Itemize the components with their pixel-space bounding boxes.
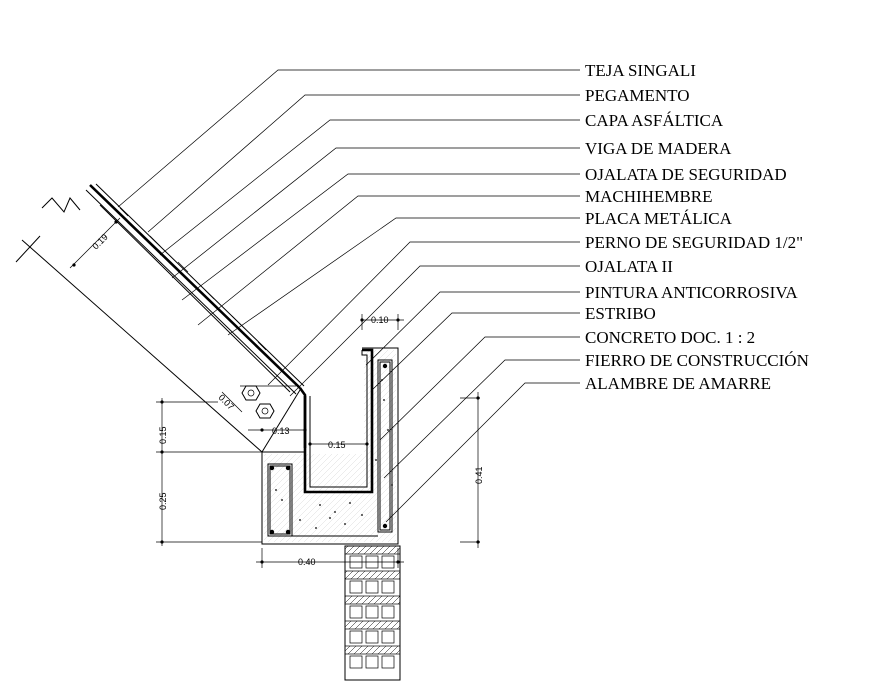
dim-gutter-width: 0.15 [328,440,346,450]
label-capa-asfaltica: CAPA ASFÁLTICA [585,111,724,130]
label-pegamento: PEGAMENTO [585,86,690,105]
label-machihembre: MACHIHEMBRE [585,187,713,206]
dim-bolt-spacing: 0.07 [217,392,236,411]
material-labels: TEJA SINGALI PEGAMENTO CAPA ASFÁLTICA VI… [585,61,809,393]
break-line-icon [41,197,81,213]
dim-left-lower: 0.25 [158,492,168,510]
label-estribo: ESTRIBO [585,304,656,323]
label-teja-singali: TEJA SINGALI [585,61,696,80]
dim-gutter-lip: 0.10 [371,315,389,325]
dim-base-width: 0.40 [298,557,316,567]
dim-right-height: 0.41 [474,466,484,484]
dim-roof-thickness: 0.19 [90,232,109,251]
gutter-base [261,347,399,545]
dim-left-upper: 0.15 [158,426,168,444]
label-placa-metalica: PLACA METÁLICA [585,209,733,228]
label-concreto: CONCRETO DOC. 1 : 2 [585,328,755,347]
leader-lines [117,69,580,523]
label-perno-de-seguridad: PERNO DE SEGURIDAD 1/2" [585,233,803,252]
label-viga-de-madera: VIGA DE MADERA [585,139,732,158]
label-alambre-de-amarre: ALAMBRE DE AMARRE [585,374,771,393]
label-ojalata-ii: OJALATA II [585,257,673,276]
brick-column [344,545,401,681]
label-fierro-de-construccion: FIERRO DE CONSTRUCCIÓN [585,351,809,370]
bolt-icon [241,385,261,401]
dim-plate-offset: 0.13 [272,426,290,436]
roof-assembly [15,183,307,453]
label-ojalata-de-seguridad: OJALATA DE SEGURIDAD [585,165,787,184]
label-pintura-anticorrosiva: PINTURA ANTICORROSIVA [585,283,798,302]
bolt-icon [255,403,275,419]
